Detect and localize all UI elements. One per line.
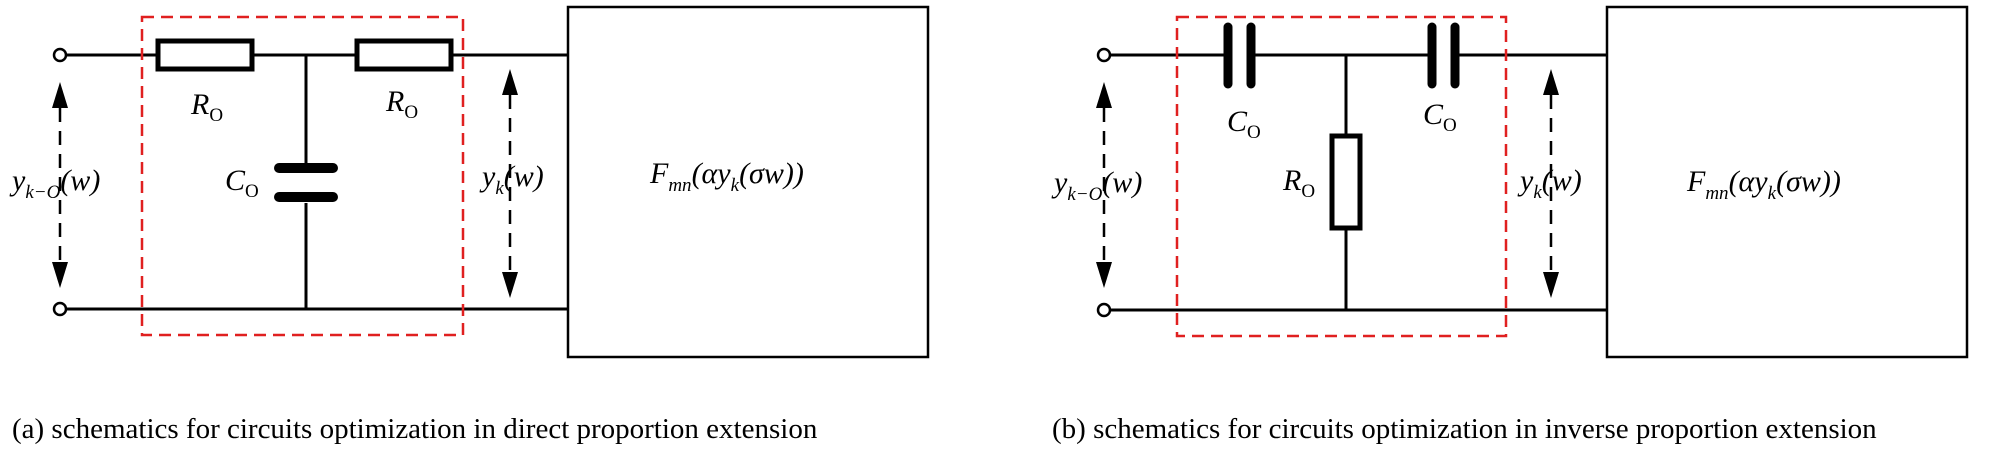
panel-b-block-sub2: k: [1768, 183, 1777, 204]
panel-a-resistor-1: [155, 38, 255, 72]
panel-b-right-signal-sub: k: [1533, 182, 1542, 203]
panel-a-left-signal-label: yk−O(w): [9, 164, 100, 203]
panel-b-block-label: Fmn(αyk(σw)): [1686, 165, 1841, 204]
panel-a-left-signal-rest: (w): [60, 164, 100, 197]
panel-a-label-c-main: C: [225, 164, 246, 197]
panel-b-left-signal-main: y: [1051, 166, 1068, 199]
panel-a-terminal-top: [52, 47, 68, 63]
panel-a-function-block: [566, 5, 930, 359]
panel-a-right-signal-main: y: [479, 160, 496, 193]
panel-a-label-c: CO: [225, 164, 259, 202]
panel-a-label-r1: RO: [190, 88, 223, 126]
panel-b-caption: (b) schematics for circuits optimization…: [1052, 413, 1877, 445]
panel-b-capacitor-2: [1427, 22, 1460, 89]
panel-a-block-label: Fmn(αyk(σw)): [649, 157, 804, 196]
panel-b-terminal-bottom: [1096, 302, 1112, 318]
panel-b-label-c2: CO: [1423, 98, 1457, 136]
panel-a-block-sub: mn: [668, 175, 691, 196]
panel-b-block-sub: mn: [1705, 183, 1728, 204]
panel-b-label-c2-main: C: [1423, 98, 1444, 131]
panel-b-label-c1-sub: O: [1247, 122, 1261, 143]
panel-a-highlight-box: [140, 15, 465, 337]
panel-b-resistor-shunt: [1329, 133, 1363, 231]
panel-b-left-signal-rest: (w): [1102, 166, 1142, 199]
panel-b-block-open: (αy: [1729, 165, 1769, 198]
panel-b-right-signal-main: y: [1517, 164, 1534, 197]
panel-b: CO CO RO yk−O(w) yk(w) Fmn(αyk(σw)) (b) …: [1051, 5, 1969, 445]
panel-a-label-r2-main: R: [385, 85, 404, 118]
panel-b-label-r-sub: O: [1301, 181, 1315, 202]
panel-b-right-signal-rest: (w): [1542, 164, 1582, 197]
panel-a-left-signal-sub: k−O: [25, 182, 60, 203]
panel-b-block-main: F: [1686, 165, 1706, 198]
panel-b-label-r: RO: [1282, 164, 1315, 202]
panel-b-function-block: [1605, 5, 1969, 359]
panel-a-right-signal-sub: k: [495, 178, 504, 199]
panel-a-right-arrow: [502, 69, 518, 298]
panel-b-left-signal-label: yk−O(w): [1051, 166, 1142, 205]
panel-b-block-close: (σw)): [1776, 165, 1841, 198]
panel-a-wires: [64, 53, 568, 311]
panel-b-label-c2-sub: O: [1443, 115, 1457, 136]
panel-b-label-r-main: R: [1282, 164, 1301, 197]
panel-b-left-signal-sub: k−O: [1067, 184, 1102, 205]
panel-a-label-r1-main: R: [190, 88, 209, 121]
panel-a-label-r1-sub: O: [209, 105, 223, 126]
panel-a-left-signal-main: y: [9, 164, 26, 197]
panel-b-left-arrow: [1096, 82, 1112, 288]
panel-b-right-arrow: [1543, 69, 1559, 298]
panel-a-caption: (a) schematics for circuits optimization…: [12, 413, 818, 445]
panel-a-block-sub2: k: [731, 175, 740, 196]
panel-a-left-arrow: [52, 82, 68, 288]
panel-b-terminal-top: [1096, 47, 1112, 63]
panel-b-capacitor-1: [1223, 22, 1256, 89]
panel-a: RO RO CO yk−O(w) yk(w) Fmn(αyk(σw)) (a) …: [9, 5, 930, 445]
panel-a-block-open: (αy: [692, 157, 732, 190]
panel-a-right-signal-rest: (w): [504, 160, 544, 193]
panel-a-right-signal-label: yk(w): [479, 160, 544, 199]
panel-a-block-main: F: [649, 157, 669, 190]
panel-b-wires: [1110, 53, 1607, 312]
panel-a-capacitor-shunt: [274, 163, 338, 202]
panel-a-label-r2-sub: O: [404, 102, 418, 123]
panel-b-label-c1: CO: [1227, 105, 1261, 143]
panel-b-right-signal-label: yk(w): [1517, 164, 1582, 203]
panel-a-label-c-sub: O: [245, 181, 259, 202]
panel-a-block-close: (σw)): [739, 157, 804, 190]
panel-a-label-r2: RO: [385, 85, 418, 123]
panel-b-label-c1-main: C: [1227, 105, 1248, 138]
panel-a-resistor-2: [354, 38, 454, 72]
panel-a-terminal-bottom: [52, 301, 68, 317]
